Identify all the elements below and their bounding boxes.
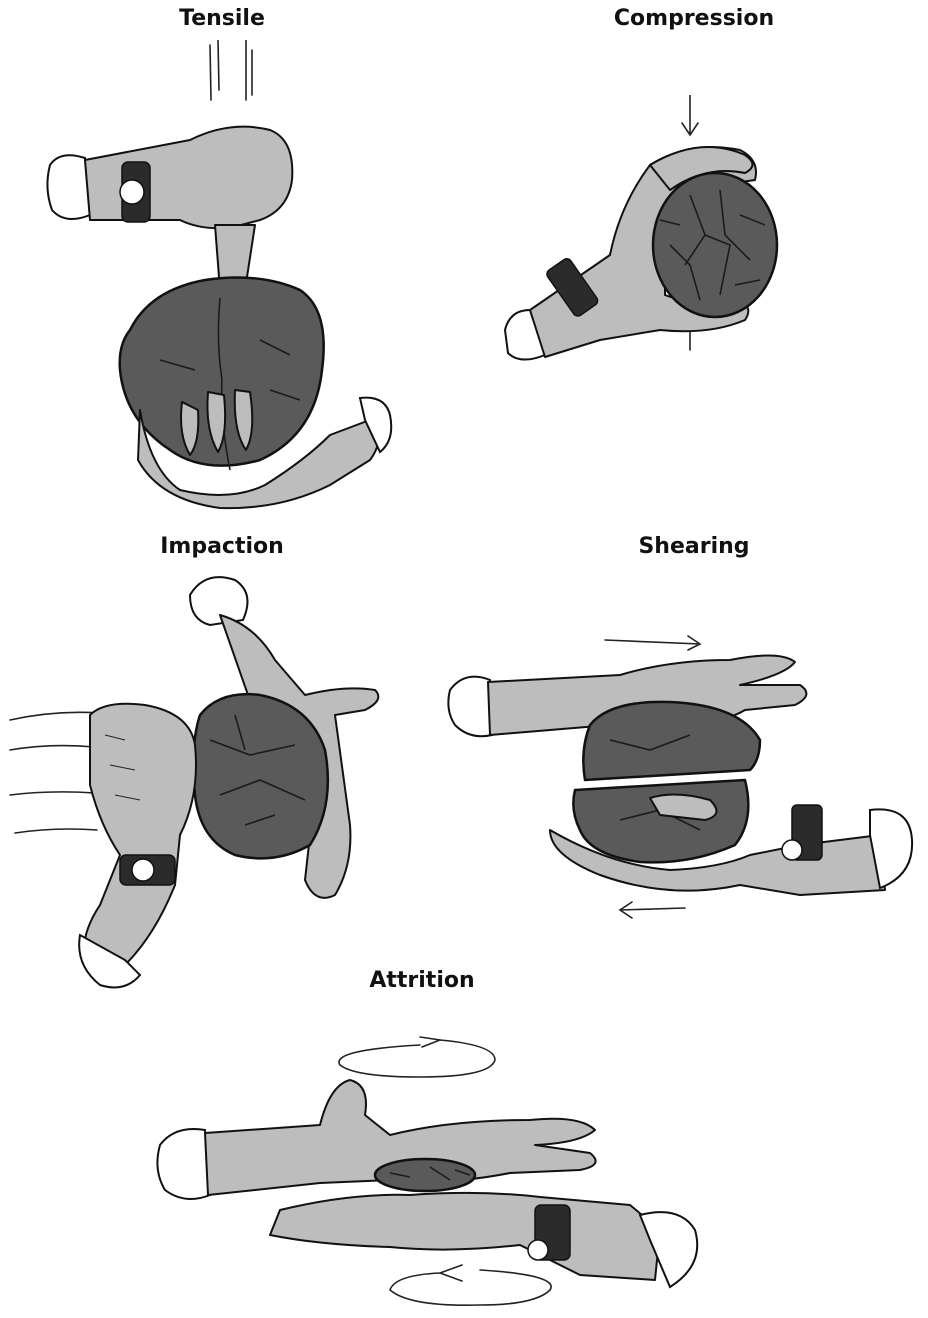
impaction-title: Impaction (160, 534, 284, 559)
shearing-illustration (440, 630, 920, 930)
compression-title: Compression (614, 6, 774, 31)
tensile-title: Tensile (179, 6, 265, 31)
shearing-title: Shearing (638, 534, 749, 559)
compression-illustration (490, 95, 820, 385)
attrition-illustration (150, 1025, 770, 1315)
impaction-illustration (5, 565, 405, 995)
tensile-illustration (30, 40, 410, 510)
attrition-title: Attrition (369, 968, 474, 993)
